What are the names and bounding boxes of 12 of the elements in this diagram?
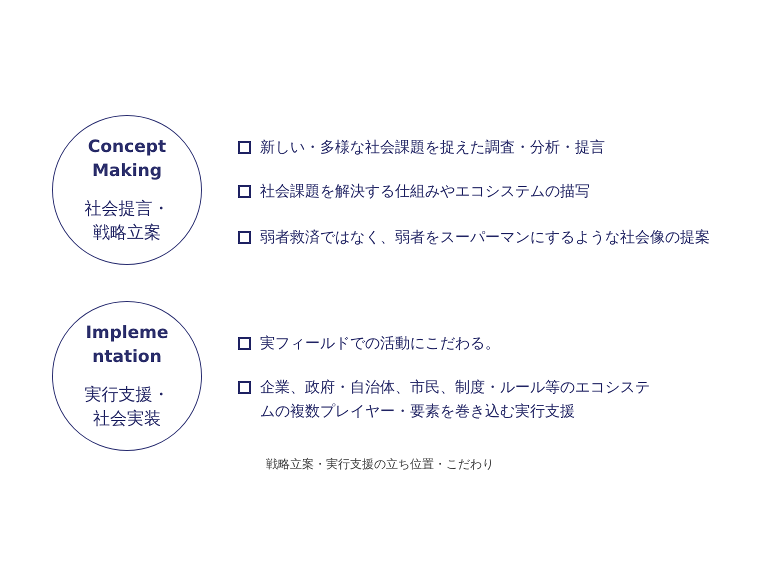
bullet-text: 企業、政府・自治体、市民、制度・ルール等のエコシステムの複数プレイヤー・要素を巻き込む実行支援 [260, 377, 651, 422]
circle-heading: Concept Making [86, 136, 168, 183]
circle-subheading: 社会提言・戦略立案 [84, 198, 170, 245]
caption: 戦略立案・実行支援の立ち位置・こだわり [266, 457, 494, 471]
bullet-text: 新しい・多様な社会課題を捉えた調査・分析・提言 [260, 137, 605, 158]
topic-circle [52, 115, 202, 265]
circle-heading: Impleme ntation [84, 322, 170, 369]
topic-circle [52, 301, 202, 451]
bullet-text: 実フィールドでの活動にこだわる。 [260, 333, 500, 354]
bullet-text: 弱者救済ではなく、弱者をスーパーマンにするような社会像の提案 [260, 227, 710, 248]
bullet-text: 社会課題を解決する仕組みやエコシステムの描写 [260, 181, 590, 202]
circle-subheading: 実行支援・社会実装 [84, 384, 170, 431]
